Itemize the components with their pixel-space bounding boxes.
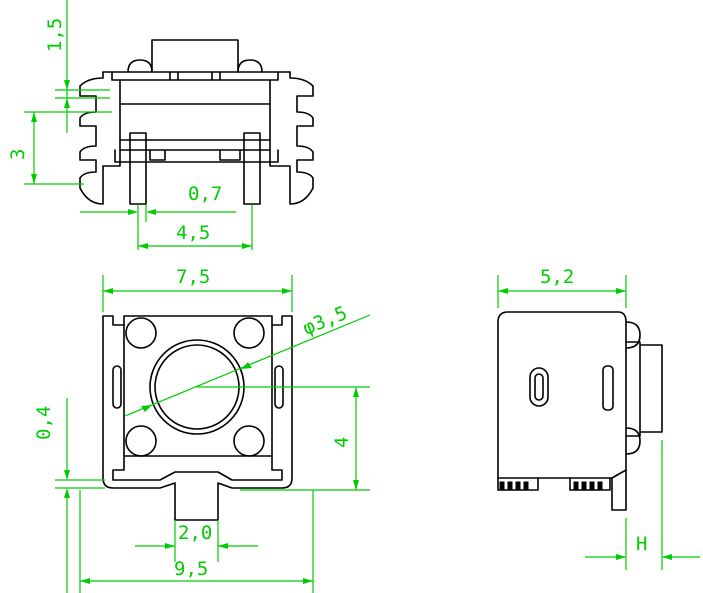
dim-height-total: 1,5: [44, 18, 66, 52]
front-view-left-slot: [112, 365, 122, 409]
dim-overall-width: 9,5: [174, 558, 208, 580]
side-view-pin-right-4: [597, 481, 603, 491]
side-view-pin-left-2: [507, 481, 513, 491]
top-view: [79, 39, 314, 205]
top-view-right-dome: [237, 59, 263, 73]
side-view: [497, 311, 663, 511]
front-view-outline: [102, 315, 293, 521]
side-view-slot: [602, 365, 614, 411]
side-view-pin-left-4: [523, 481, 529, 491]
dim-tab-width: 2,0: [178, 522, 212, 544]
top-view-left-pin: [129, 132, 147, 205]
top-view-button: [151, 39, 239, 73]
side-view-pin-right-3: [589, 481, 595, 491]
front-view-hole-tr: [233, 317, 265, 349]
front-view-inner: [112, 324, 283, 481]
side-view-lower-dome: [625, 427, 641, 455]
top-view-inner-body: [114, 139, 279, 163]
side-view-stem: [625, 341, 663, 437]
front-view-dimensions: [55, 275, 371, 593]
top-view-left-comb: [79, 71, 121, 205]
front-view-hole-br: [233, 425, 265, 457]
side-view-dimensions: [497, 275, 700, 570]
top-view-left-dome: [127, 59, 153, 73]
dim-pin-width: 0,7: [188, 183, 222, 205]
side-view-pin-right-2: [581, 481, 587, 491]
dim-pin-spacing: 4,5: [176, 222, 210, 244]
side-view-pin-left-1: [499, 481, 505, 491]
dim-body-width: 7,5: [176, 266, 210, 288]
top-view-right-comb: [269, 71, 314, 205]
dim-foot-thickness: 0,4: [33, 406, 55, 440]
side-view-upper-dome: [625, 321, 641, 349]
top-view-right-pin: [243, 132, 261, 205]
side-view-oval-mark: [529, 367, 549, 407]
side-view-body: [497, 311, 627, 479]
dim-button-offset: 4: [331, 437, 353, 448]
top-view-dimensions: [24, 0, 253, 250]
front-view-hole-tl: [125, 317, 157, 349]
front-view-hole-bl: [125, 425, 157, 457]
dim-stem-height: H: [636, 533, 647, 555]
top-view-frame-top: [102, 71, 291, 105]
front-view: [102, 315, 293, 521]
side-view-pin-left-3: [515, 481, 521, 491]
side-view-oval-mark-inner: [534, 373, 544, 401]
side-view-pin-right-1: [573, 481, 579, 491]
dim-height-body: 3: [7, 149, 29, 160]
dim-depth: 5,2: [540, 266, 574, 288]
